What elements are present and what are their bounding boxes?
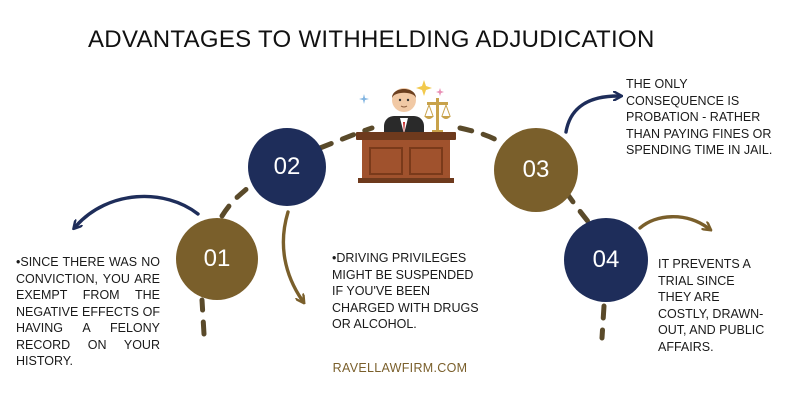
step-03-circle: 03 xyxy=(494,128,578,212)
step-04-description: IT PREVENTS A TRIAL SINCE THEY ARE COSTL… xyxy=(658,257,765,354)
sparkle-icon xyxy=(359,80,444,104)
scales-of-justice-icon xyxy=(424,98,451,133)
step-01-number: 01 xyxy=(203,245,231,272)
step-03-description: THE ONLY CONSEQUENCE IS PROBATION - RATH… xyxy=(626,77,773,157)
step-03-number: 03 xyxy=(522,156,550,183)
page-title: ADVANTAGES TO WITHHELDING ADJUDICATION xyxy=(88,26,655,53)
step-02-number: 02 xyxy=(273,153,301,180)
arrow-01 xyxy=(76,194,200,226)
step-04-number: 04 xyxy=(592,246,620,273)
judge-at-bench-icon xyxy=(356,80,456,183)
arrow-04 xyxy=(638,215,708,228)
website-url: RAVELLAWFIRM.COM xyxy=(332,361,468,375)
step-04-circle: 04 xyxy=(564,218,648,302)
step-01-circle: 01 xyxy=(176,218,258,300)
step-02-description: •DRIVING PRIVILEGES MIGHT BE SUSPENDED I… xyxy=(332,251,479,331)
arrow-03 xyxy=(564,96,618,134)
arrow-02 xyxy=(281,210,302,300)
step-01-description: •SINCE THERE WAS NO CONVICTION, YOU ARE … xyxy=(16,255,160,368)
step-02-circle: 02 xyxy=(248,128,326,206)
